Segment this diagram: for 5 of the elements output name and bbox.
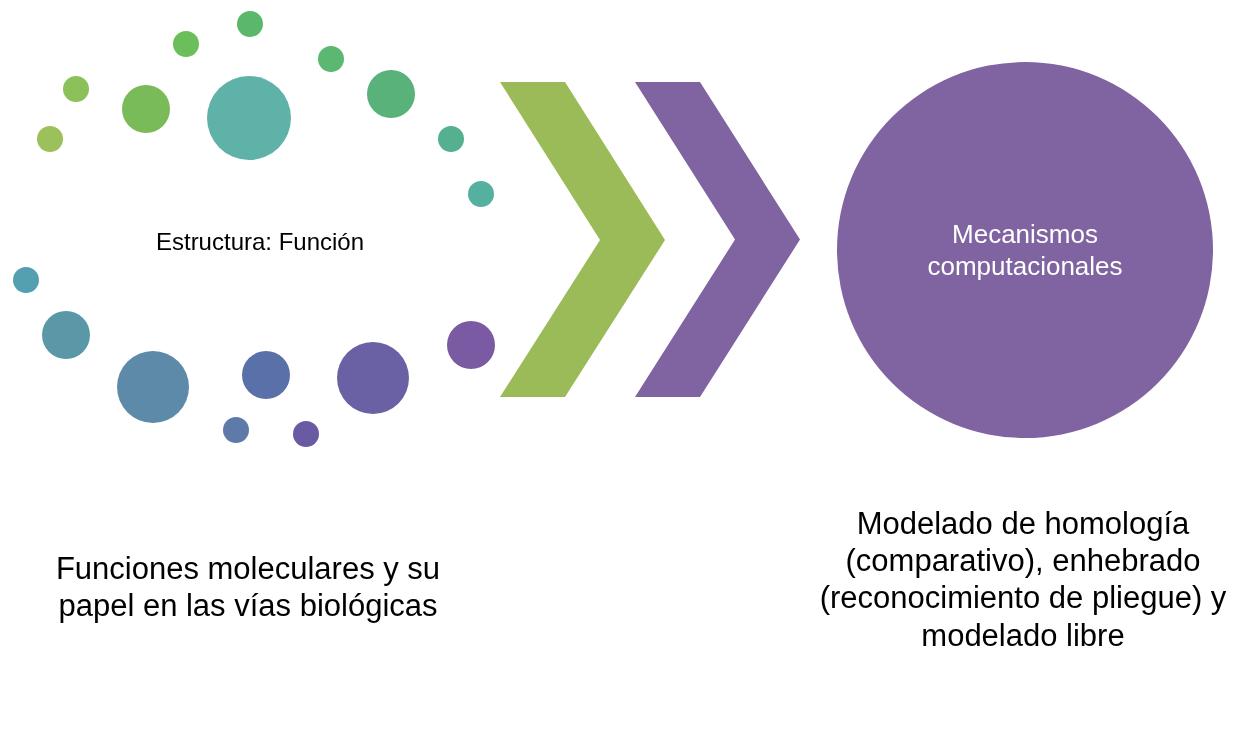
description-text: Modelado de homología (comparativo), enhebrado (reconocimiento de pliegue) y modelado libre [818,505,1228,654]
circle-label: Mecanismos computacionales [926,217,1124,283]
node-label: Estructura: Función [155,227,365,257]
description-text: Funciones moleculares y su papel en las vías biológicas [54,550,442,625]
chevron-arrow [635,82,800,397]
